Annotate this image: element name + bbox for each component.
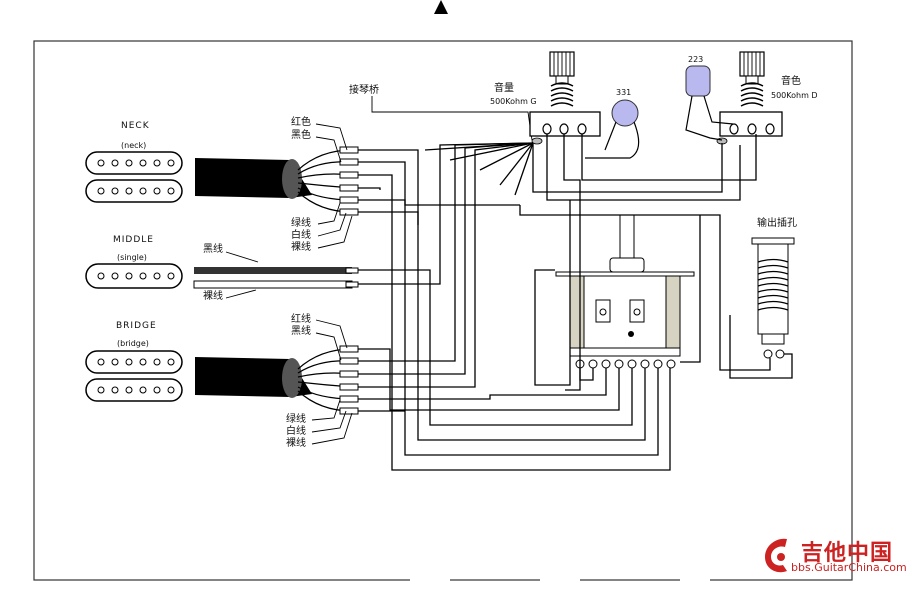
capacitor-223-label: 223 xyxy=(688,55,704,64)
bridge-label: BRIDGE xyxy=(116,321,157,331)
middle-label: MIDDLE xyxy=(113,235,154,245)
volume-label: 音量 xyxy=(494,83,514,94)
middle-wire-black: 黑线 xyxy=(203,244,223,255)
output-jack-label: 输出插孔 xyxy=(757,218,797,229)
watermark-url: bbs.GuitarChina.com xyxy=(791,561,907,574)
tone-value: 500Kohm D xyxy=(771,91,818,100)
middle-wire-bare: 裸线 xyxy=(203,291,223,302)
middle-type: (single) xyxy=(117,253,147,262)
watermark: 吉他中国 bbs.GuitarChina.com xyxy=(757,533,907,583)
label-pointers xyxy=(225,96,533,445)
bridge-wire-green: 绿线 xyxy=(286,414,306,425)
output-jack xyxy=(751,237,795,359)
neck-wire-white: 白线 xyxy=(291,230,311,241)
bridge-cable xyxy=(195,345,359,415)
neck-label: NECK xyxy=(121,121,150,131)
bridge-wire-black: 黑线 xyxy=(291,326,311,337)
bridge-pickup xyxy=(85,350,183,402)
up-arrow-icon xyxy=(434,0,448,14)
bridge-wire-white: 白线 xyxy=(286,426,306,437)
bottom-marks xyxy=(410,577,710,583)
neck-wire-green: 绿线 xyxy=(291,218,311,229)
tone-label: 音色 xyxy=(781,76,801,87)
bridge-wire-red: 红线 xyxy=(291,314,311,325)
guitar-logo-icon xyxy=(765,538,787,573)
bridge-ground-label: 接琴桥 xyxy=(349,85,379,96)
neck-wire-red: 红色 xyxy=(291,117,311,128)
pickup-selector-switch xyxy=(555,214,695,369)
capacitor-223 xyxy=(685,65,734,141)
middle-pickup xyxy=(85,263,183,289)
tone-pot xyxy=(716,51,783,145)
bridge-type: (bridge) xyxy=(117,339,149,348)
middle-wires xyxy=(193,267,359,289)
volume-value: 500Kohm G xyxy=(490,97,537,106)
neck-wire-bare: 裸线 xyxy=(291,242,311,253)
volume-pot xyxy=(529,51,601,145)
capacitor-331 xyxy=(585,99,640,159)
neck-wire-black: 黑色 xyxy=(291,130,311,141)
bridge-wire-bare: 裸线 xyxy=(286,438,306,449)
capacitor-331-label: 331 xyxy=(616,88,632,97)
circuit-wires xyxy=(358,134,793,471)
neck-pickup xyxy=(85,151,183,203)
neck-type: (neck) xyxy=(121,141,147,150)
watermark-title: 吉他中国 xyxy=(801,541,894,566)
neck-cable xyxy=(195,146,359,216)
